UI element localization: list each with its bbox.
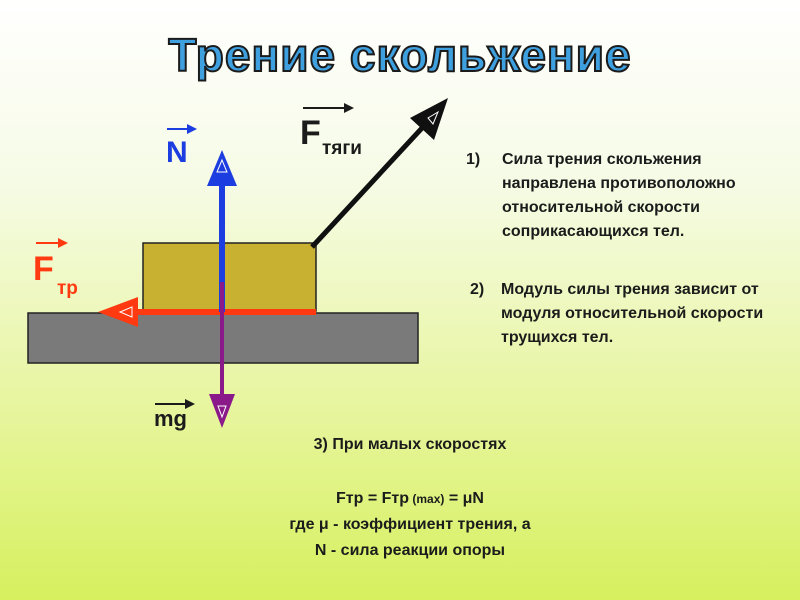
point-1-number: 1) (466, 151, 481, 168)
formula-rhs: = μN (444, 490, 484, 507)
svg-text:F: F (33, 250, 54, 288)
normal-force-label: N (166, 124, 197, 169)
svg-text:N: N (166, 136, 188, 169)
gravity-arrow (209, 282, 235, 428)
formula-mid: Fтр (381, 490, 410, 507)
traction-arrow (310, 98, 448, 249)
friction-formula: Fтр = Fтр (max) = μN где μ - коэффициент… (160, 486, 660, 564)
formula-line-1: Fтр = Fтр (max) = μN (160, 486, 660, 512)
point-2-number: 2) (470, 281, 485, 298)
traction-label: F тяги (300, 103, 362, 159)
friction-label: F тр (33, 238, 78, 299)
point-1-text: Сила трения скольжения направлена против… (502, 151, 736, 240)
formula-lhs: Fтр = (336, 490, 382, 507)
formula-line-3: N - сила реакции опоры (314, 542, 506, 559)
svg-text:тр: тр (57, 278, 78, 299)
svg-text:F: F (300, 114, 321, 152)
block (142, 242, 317, 312)
svg-text:тяги: тяги (322, 138, 362, 159)
svg-text:mg: mg (154, 406, 187, 431)
formula-max: (max) (409, 492, 445, 506)
slide-title: Трение скольжение (167, 28, 632, 82)
formula-line-2: где μ - коэффициент трения, а (289, 516, 531, 533)
gravity-label: mg (154, 399, 195, 431)
point-3: 3) При малых скоростях (313, 436, 507, 453)
point-2-text: Модуль силы трения зависит от модуля отн… (501, 281, 764, 346)
